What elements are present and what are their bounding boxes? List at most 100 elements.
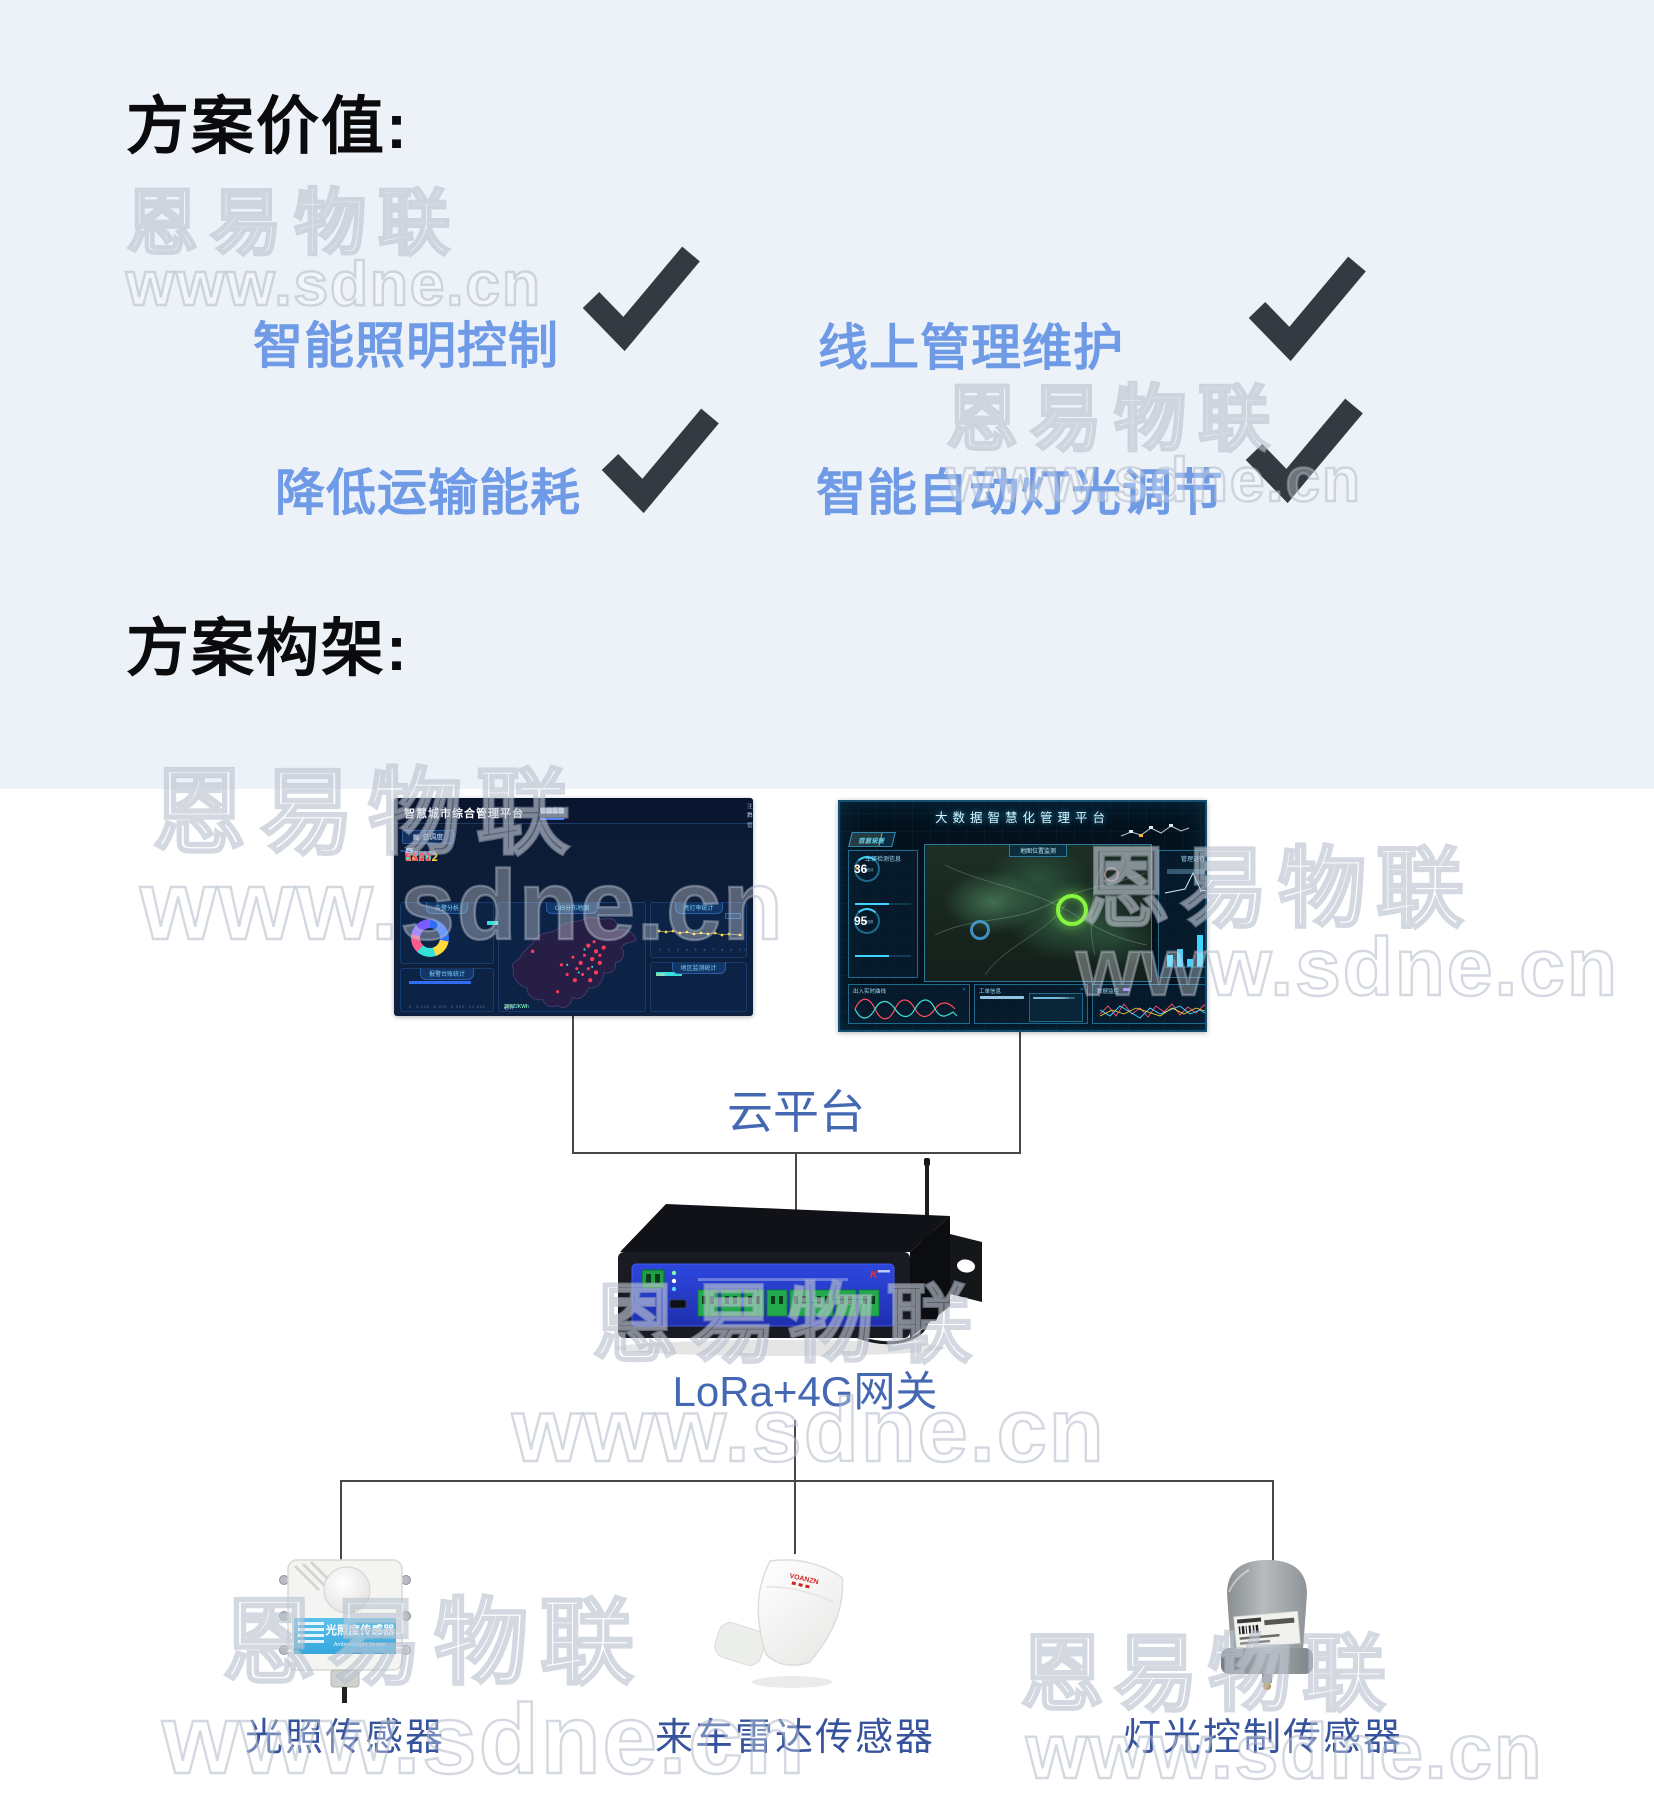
svg-text:K: K (870, 1269, 879, 1281)
line-chart: 1 2 3 4 5 6 7 8 9 10 11 12 (657, 929, 745, 952)
nav-item: 广播系统 (540, 809, 565, 815)
map-panel: 地图位置监测 (924, 844, 1152, 982)
gauge-circle: 抓拍张数 (854, 908, 880, 934)
gis-map-panel: GIS分布地图 (498, 902, 646, 1012)
donut-chart (411, 919, 449, 957)
stat-value: 11222 (405, 851, 439, 864)
vehicle-detection-panel: 车辆检测信息 车辆检测 36 ▼ 抓拍张数 95 (848, 850, 918, 978)
stat-value: 6322 (405, 851, 432, 864)
stat-value: 4350 (405, 851, 432, 864)
total-value: 39872KWh (504, 1004, 529, 1010)
bigdata-dashboard-screenshot: 大数据智慧化管理平台 首页 运营管理 信息采集 车辆检测信息 车辆检测 36 ▼… (838, 800, 1207, 1032)
checkmark-icon (601, 408, 719, 514)
light-control-sensor-device (1221, 1560, 1313, 1690)
gauge-value: 95 (854, 914, 868, 928)
svg-text:1 2 3 4 5 6 7 8 9 10 11 12: 1 2 3 4 5 6 7 8 9 10 11 12 (659, 948, 745, 952)
connector-line (794, 1482, 796, 1554)
triangle-down-icon: ▼ (854, 866, 859, 872)
device-label: 光照度传感器 (325, 1623, 395, 1637)
map-highlight-ring (1056, 893, 1089, 926)
total-label: 总计 (504, 1005, 515, 1011)
dashboard-title: 智慧城市综合管理平台 (404, 808, 524, 820)
value-item-auto-adjust: 智能自动灯光调节 (816, 465, 1224, 521)
panel-title: 亮灯率统计 (674, 902, 723, 914)
stat-label: 摄像头设备量 (405, 851, 432, 856)
connector-line (795, 1154, 797, 1226)
checkmark-icon (1245, 398, 1363, 504)
panel-title: 出入实时曲线 (853, 989, 887, 995)
panel-title: GIS分布地图 (545, 902, 599, 914)
sine-chart (854, 998, 958, 1020)
stat-value: 5102 (405, 851, 432, 864)
speaker-icon: ◅ (405, 845, 412, 856)
china-map (511, 917, 637, 1008)
value-item-reduce-energy: 降低运输能耗 (275, 465, 581, 521)
stat-label: 点检出设备量 (405, 851, 432, 856)
panel-title: 管理运行趋势 (1180, 857, 1205, 863)
work-order-detail-card (1029, 993, 1083, 1022)
region-value: 7830 (656, 971, 665, 977)
section-title-value: 方案价值: (126, 92, 409, 162)
trend-bar-chart (1165, 935, 1205, 968)
total-value: 27332KWh (504, 1004, 529, 1010)
connector-line (340, 1480, 1274, 1482)
light-sensor-device: 光照度传感器 Ambient Light Sensor (279, 1559, 411, 1703)
decor-sparkline (1120, 824, 1190, 837)
stat-label: GIS绑定量 (405, 851, 427, 856)
connector-line (1272, 1482, 1274, 1562)
value-item-smart-lighting: 智能照明控制 (253, 318, 559, 374)
lighting-rate-panel: 亮灯率统计 1 2 3 4 5 6 7 8 9 10 11 12 (650, 902, 747, 958)
realtime-curve-panel: 出入实时曲线 ✕ (848, 984, 970, 1024)
panel-title: 车辆检测信息 (864, 857, 901, 863)
connector-line (1019, 1028, 1021, 1152)
device-sublabel: Ambient Light Sensor (334, 1642, 387, 1648)
stat-label: 广播音响设备量 (405, 851, 437, 856)
checkmark-icon (1248, 256, 1366, 362)
nav-item: 智能照明 (540, 806, 565, 820)
panel-title: 报警台账统计 (419, 968, 475, 980)
panel-title: 数据监控 (1097, 989, 1120, 995)
region-stats-panel: 地区监测统计 14089947624.2% 8025588929.6% 7426… (650, 962, 747, 1012)
sensor-caption-control: 灯光控制传感器 (1122, 1717, 1403, 1759)
trend-panel: 管理运行趋势 (1158, 850, 1205, 978)
cloud-platform-label: 云平台 (727, 1086, 865, 1138)
region-percent: 20% (656, 971, 665, 977)
panel-title: 工单信息 (979, 989, 1002, 995)
dispatch-button-label: 总调度 (422, 834, 444, 841)
lora-gateway-device: K (615, 1158, 982, 1356)
sensor-caption-radar: 来车雷达传感器 (654, 1717, 935, 1759)
stat-label: WIFI AP设备量 (405, 851, 436, 856)
wifi-icon: ᯤ (405, 846, 414, 857)
alarm-analysis-panel: 告警分析 (400, 902, 501, 964)
spectrum-chart (1099, 1003, 1205, 1019)
user-name: 用户：管理员 (747, 804, 753, 838)
dashboard-header (394, 798, 753, 824)
nav-item: 传感器 (540, 809, 559, 815)
nav-item: 视频监控 (540, 809, 565, 815)
connector-line (572, 1016, 574, 1152)
smart-city-dashboard-screenshot: 智慧城市综合管理平台 智能照明 灯杆报警 信息发布 点位管理 传感器 视频监控 … (394, 798, 753, 1016)
dashboard-title: 大数据智慧化管理平台 (934, 811, 1110, 825)
vehicle-radar-sensor-device: VOANZN (714, 1559, 844, 1688)
top-section-background (0, 0, 1654, 789)
stat-value: 5502 (405, 851, 432, 864)
nav-item: 灯杆报警 (540, 809, 565, 815)
stat-value: 7435 (405, 851, 432, 864)
gauge-bar (855, 955, 911, 957)
sensor-caption-light: 光照传感器 (244, 1717, 445, 1759)
tab-collection: 信息采集 (848, 832, 896, 847)
dropdown (725, 913, 741, 919)
checkmark-icon (582, 246, 700, 352)
gauge-circle: 车辆检测 (854, 856, 880, 882)
grid-icon: ▦ (412, 834, 420, 841)
gauge-value: 36 (854, 862, 868, 876)
nav-item: 信息发布 (540, 809, 565, 815)
close-icon: ✕ (961, 987, 966, 993)
gateway-label: LoRa+4G网关 (672, 1368, 938, 1415)
nav-item: WIFI系统 (540, 809, 565, 815)
map-title: 地图位置监测 (1008, 845, 1068, 857)
map-roads (934, 854, 1148, 976)
